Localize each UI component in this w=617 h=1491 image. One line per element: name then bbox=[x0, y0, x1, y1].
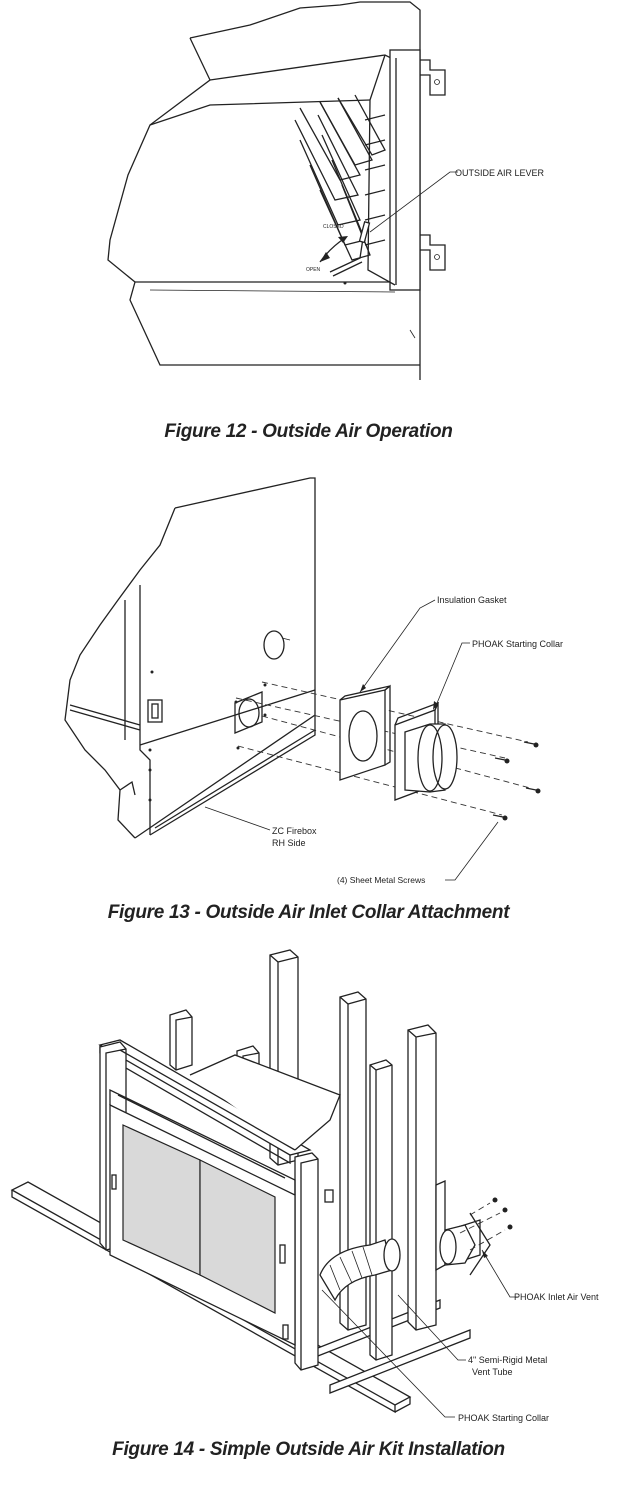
phoak-starting-collar-label: PHOAK Starting Collar bbox=[472, 639, 563, 649]
figure-12-caption: Figure 12 - Outside Air Operation bbox=[164, 421, 453, 442]
rh-side-label: RH Side bbox=[272, 838, 306, 848]
semi-rigid-tube-label-line2: Vent Tube bbox=[472, 1367, 513, 1377]
phoak-inlet-air-vent-label: PHOAK Inlet Air Vent bbox=[514, 1292, 599, 1302]
figure-14-drawing: PHOAK Inlet Air Vent 4" Semi-Rigid Metal… bbox=[0, 945, 617, 1435]
figure-14-caption: Figure 14 - Simple Outside Air Kit Insta… bbox=[112, 1439, 505, 1460]
figure-13-drawing: Insulation Gasket PHOAK Starting Collar … bbox=[0, 460, 617, 890]
insulation-gasket-label: Insulation Gasket bbox=[437, 595, 507, 605]
semi-rigid-tube-label-line1: 4" Semi-Rigid Metal bbox=[468, 1355, 547, 1365]
closed-label: CLOSED bbox=[323, 224, 344, 230]
open-label: OPEN bbox=[306, 267, 321, 273]
figure-12-drawing: OUTSIDE AIR LEVER CLOSED OPEN bbox=[0, 0, 617, 380]
figure-13-caption: Figure 13 - Outside Air Inlet Collar Att… bbox=[107, 902, 510, 923]
outside-air-lever-label: OUTSIDE AIR LEVER bbox=[455, 168, 545, 178]
zc-firebox-label: ZC Firebox bbox=[272, 826, 317, 836]
phoak-starting-collar-label-fig14: PHOAK Starting Collar bbox=[458, 1413, 549, 1423]
sheet-metal-screws-label: (4) Sheet Metal Screws bbox=[337, 875, 425, 885]
